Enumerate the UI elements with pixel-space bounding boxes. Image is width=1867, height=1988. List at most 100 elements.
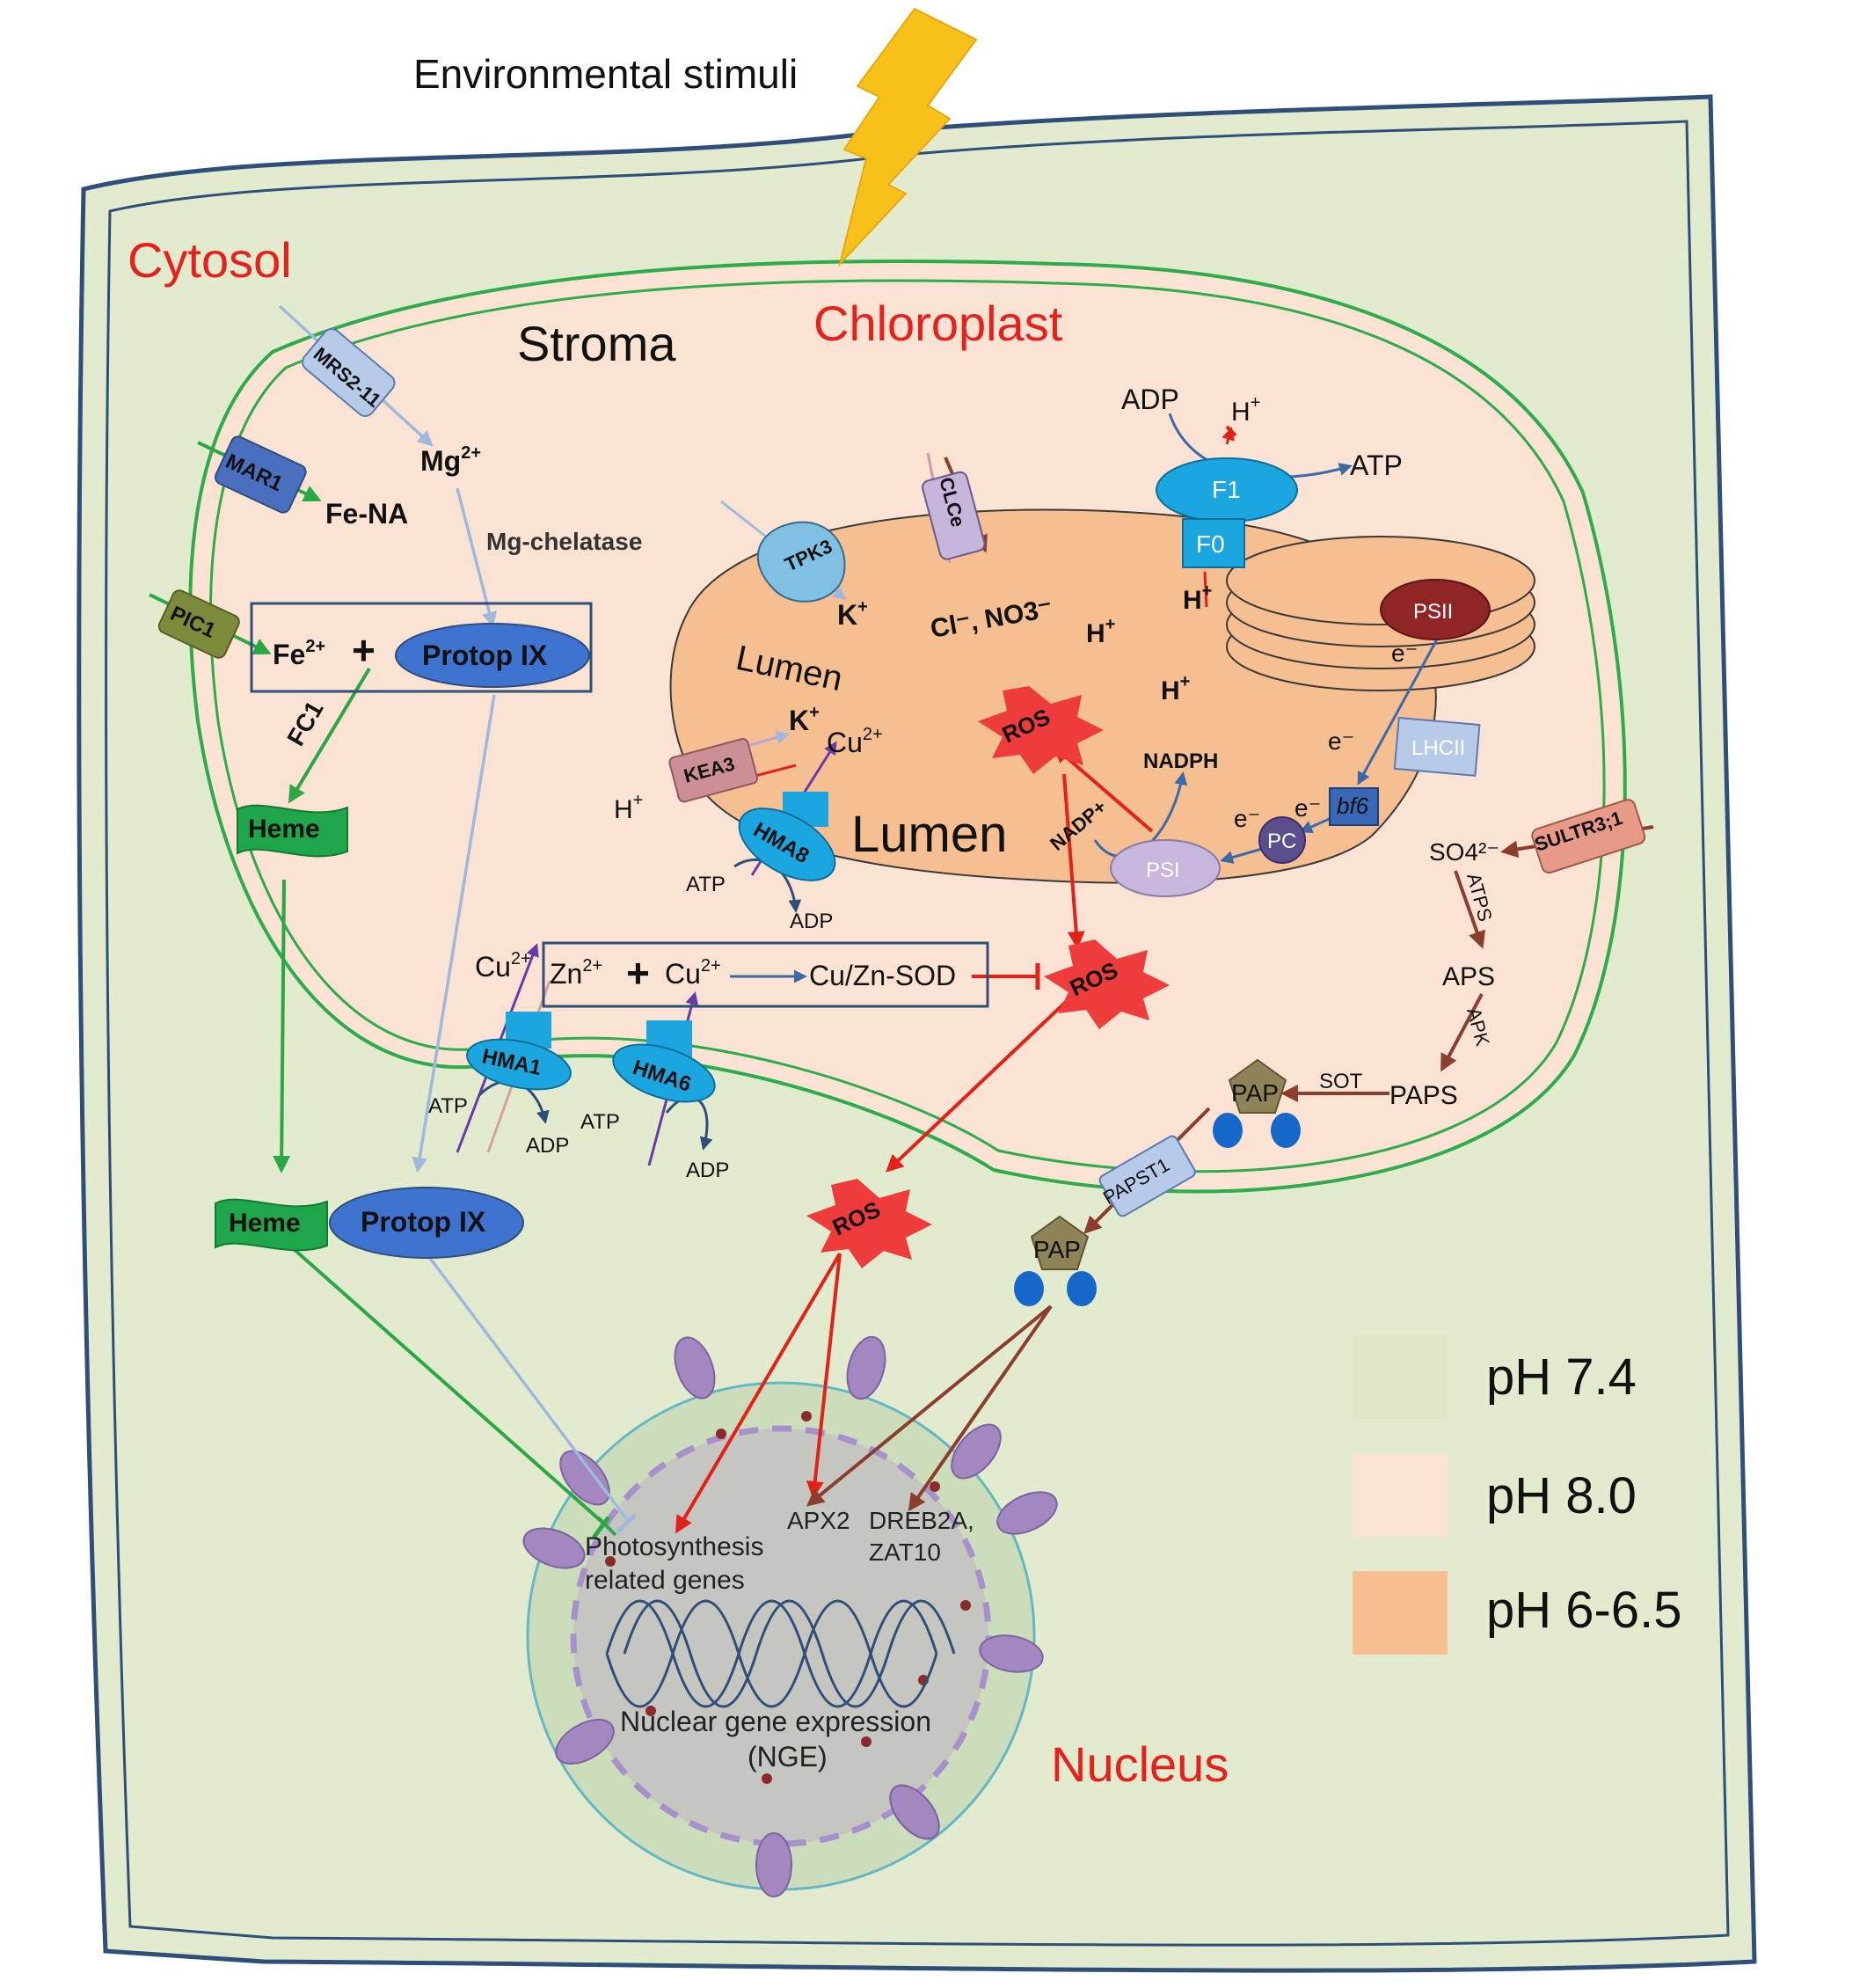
h-ion-label-3: H+ [1161, 672, 1190, 705]
sultr3-1-transporter [1531, 799, 1646, 874]
heme-stroma-label: Heme [248, 815, 320, 844]
dreb2a-label: DREB2A, [869, 1507, 974, 1534]
nucleolar-dots [605, 1411, 971, 1784]
nge-label-line2: (NGE) [748, 1741, 828, 1772]
legend-swatch-ph80 [1353, 1453, 1448, 1537]
nadph-label: NADPH [1143, 749, 1218, 773]
fe-na-label: Fe-NA [325, 498, 408, 530]
legend-label-ph665: pH 6-6.5 [1486, 1582, 1681, 1639]
h-ion-label-top: H+ [1231, 393, 1260, 427]
aps-label: APS [1442, 962, 1495, 991]
chloroplast-envelope-inner [209, 279, 1606, 1173]
heme-flag-stroma [237, 804, 348, 858]
adp-label-hma8: ADP [790, 910, 833, 933]
h-ion-label-2: H+ [1183, 581, 1212, 615]
nge-label-line1: Nuclear gene expression [620, 1706, 931, 1737]
legend-label-ph74: pH 7.4 [1486, 1348, 1637, 1406]
sod-assembly-box [542, 941, 989, 1008]
k-ion-label-kea3: K+ [789, 703, 820, 736]
legend-swatch-ph665 [1353, 1571, 1448, 1655]
lhcii-complex [1393, 716, 1481, 777]
so4-label: SO4²⁻ [1429, 838, 1499, 866]
plus-sign-fe: + [352, 627, 376, 673]
paps-label: PAPS [1389, 1081, 1458, 1110]
zn-ion-label: Zn2+ [550, 956, 602, 990]
bf6-label: bf6 [1337, 793, 1369, 819]
bf6-complex [1329, 787, 1379, 826]
pic1-transporter [157, 589, 240, 659]
hma8-transporter [738, 792, 836, 881]
nuclear-pores [522, 1335, 1058, 1897]
adp-label-top: ADP [1121, 384, 1179, 415]
chloroplast-label: Chloroplast [813, 296, 1063, 351]
cytosol-label: Cytosol [128, 232, 292, 288]
pc-label: PC [1267, 830, 1296, 853]
mrs2-11-transporter [302, 327, 396, 417]
psi-complex [1110, 839, 1221, 897]
atp-label-hma6: ATP [580, 1110, 620, 1134]
environmental-stimuli-label: Environmental stimuli [413, 51, 798, 97]
mar1-transporter [215, 435, 307, 514]
sot-label: SOT [1319, 1070, 1363, 1093]
pap-label-cytosol: PAP [1033, 1236, 1081, 1263]
protop-ix-stroma [395, 623, 590, 688]
atp-label-hma1: ATP [428, 1094, 468, 1118]
cu-ion-label-sod: Cu2+ [665, 956, 721, 990]
mg-ion-label: Mg2+ [420, 443, 481, 477]
lightning-bolt-icon [838, 7, 978, 267]
psii-label: PSII [1413, 600, 1453, 624]
zat10-label: ZAT10 [869, 1539, 941, 1566]
ph-legend: pH 7.4 pH 8.0 pH 6-6.5 [1353, 1335, 1681, 1655]
tpk3-channel [756, 521, 846, 603]
pc-protein [1258, 816, 1306, 864]
cu-ion-label-hma8: Cu2+ [827, 725, 883, 758]
electron-label-4: e⁻ [1234, 805, 1260, 832]
f0-proton-line [1203, 571, 1208, 608]
protop-ix-cytosol [329, 1187, 524, 1259]
atp-synthase [1156, 457, 1298, 568]
cu-ion-label-hma1: Cu2+ [475, 949, 531, 983]
hma1-transporter [466, 1012, 572, 1091]
photosynthesis-genes-label-line1: Photosynthesis [585, 1532, 763, 1561]
papst1-transporter [1098, 1135, 1196, 1217]
lhcii-label: LHCII [1411, 736, 1465, 760]
electron-label-3: e⁻ [1295, 794, 1321, 822]
iron-protoporphyrin-box [250, 602, 593, 693]
dna-helix [605, 1599, 956, 1708]
pap-label-chloroplast: PAP [1231, 1079, 1279, 1107]
adp-label-hma1: ADP [526, 1134, 569, 1158]
kea3-transporter [668, 738, 759, 803]
f1-proton-arrow [1222, 427, 1235, 445]
plus-sign-sod: + [626, 950, 650, 996]
lumen-label-large: Lumen [851, 806, 1007, 863]
psii-complex [1380, 579, 1491, 640]
electron-label-2: e⁻ [1328, 727, 1354, 755]
h-ion-label-kea3: H+ [614, 791, 643, 824]
f1-label: F1 [1212, 476, 1241, 503]
f0-label: F0 [1196, 530, 1225, 558]
heme-inhibition-bar [591, 1516, 611, 1539]
clce-channel [922, 471, 986, 560]
photosynthesis-genes-label-line2: related genes [585, 1566, 745, 1595]
heme-cytosol-label: Heme [229, 1209, 301, 1238]
cell-wall-inner [105, 120, 1730, 1947]
mg-chelatase-label: Mg-chelatase [486, 528, 642, 555]
pap-chloroplast [1213, 1058, 1301, 1148]
cu-zn-sod-label: Cu/Zn-SOD [809, 960, 956, 991]
k-ion-label-top: K+ [837, 597, 868, 631]
legend-label-ph80: pH 8.0 [1486, 1467, 1637, 1524]
atp-label-hma8: ATP [686, 873, 726, 896]
legend-swatch-ph74 [1353, 1335, 1448, 1419]
fe-ion-label: Fe2+ [273, 637, 325, 670]
atp-label-top: ATP [1350, 449, 1403, 481]
pap-cytosol [1014, 1215, 1097, 1306]
electron-label-1: e⁻ [1391, 640, 1418, 667]
nucleus-label: Nucleus [1051, 1736, 1229, 1792]
hma6-transporter [612, 1020, 716, 1103]
psi-label: PSI [1146, 859, 1180, 882]
h-ion-label-1: H+ [1086, 615, 1115, 648]
protop-ix-stroma-label: Protop IX [422, 640, 548, 671]
heme-flag-cytosol [215, 1198, 328, 1252]
